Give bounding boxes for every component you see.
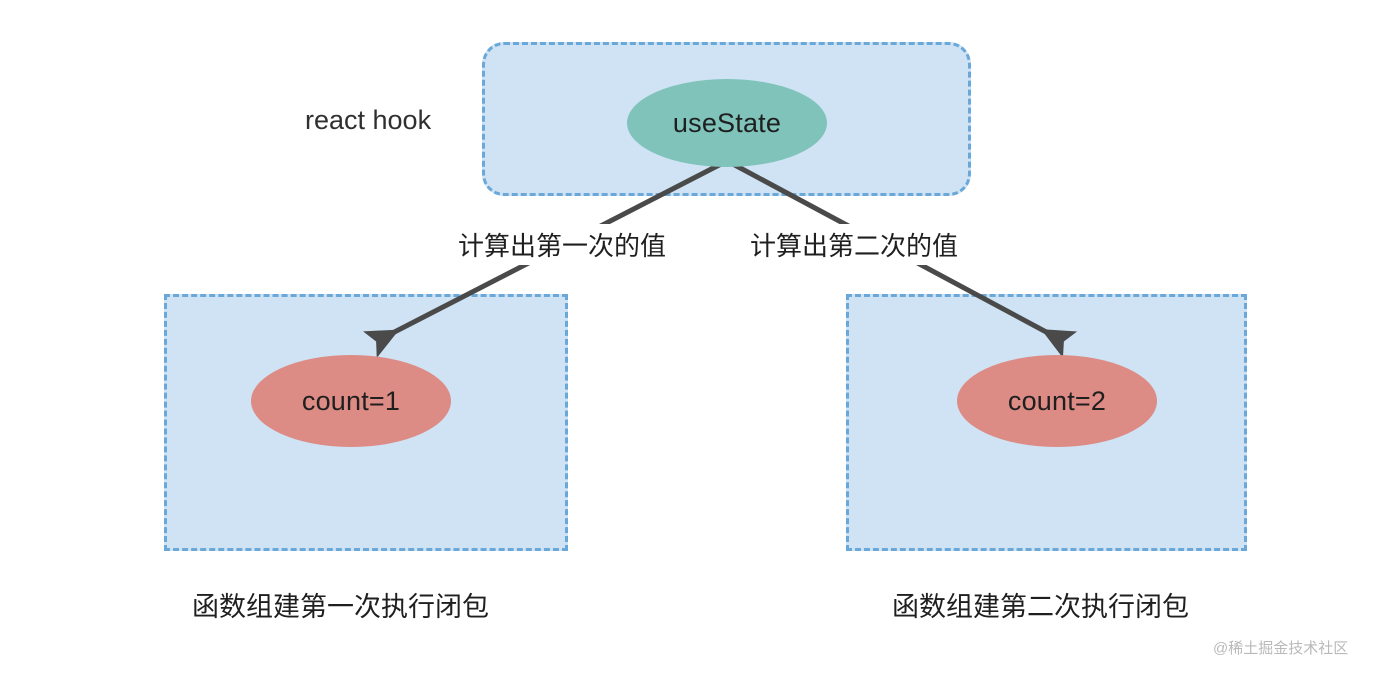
node-count-2[interactable]: count=2 (957, 355, 1157, 447)
caption-second-closure: 函数组建第二次执行闭包 (892, 592, 1189, 622)
watermark: @稀土掘金技术社区 (1213, 640, 1349, 657)
node-count-1[interactable]: count=1 (251, 355, 451, 447)
edge-label-second-value: 计算出第二次的值 (744, 224, 965, 265)
edge-label-first-value: 计算出第一次的值 (452, 224, 673, 265)
react-hook-label: react hook (305, 105, 432, 135)
caption-first-closure: 函数组建第一次执行闭包 (192, 592, 489, 622)
node-usestate[interactable]: useState (627, 79, 827, 167)
